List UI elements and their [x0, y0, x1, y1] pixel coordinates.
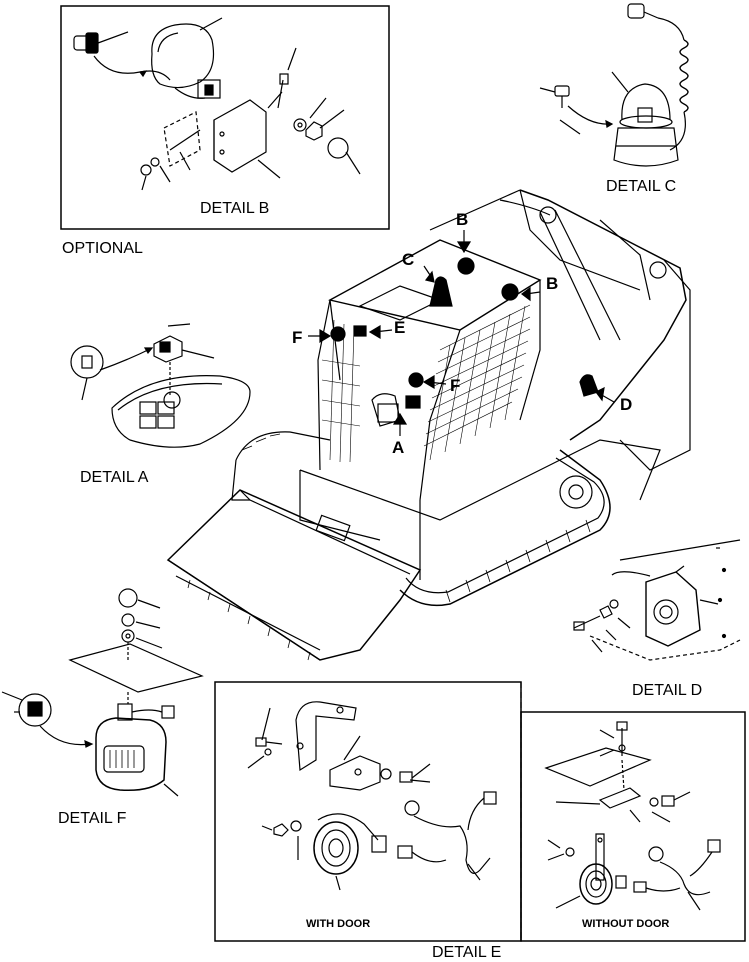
callout-f-left: F: [292, 328, 303, 347]
detail-c-label: DETAIL C: [606, 178, 677, 195]
callout-b-right: B: [546, 274, 559, 293]
with-door-label: WITH DOOR: [306, 918, 371, 930]
detail-e-without-door-frame: [520, 711, 746, 942]
optional-label: OPTIONAL: [62, 240, 143, 257]
detail-d-label: DETAIL D: [632, 682, 703, 699]
location-f-right-marker: [408, 372, 424, 388]
callout-a: A: [392, 438, 405, 457]
detail-e-without-door-horn: [544, 721, 721, 911]
detail-f-label: DETAIL F: [58, 810, 127, 827]
callout-d: D: [620, 395, 633, 414]
location-f-left-marker: [330, 326, 346, 342]
detail-e-label: DETAIL E: [432, 944, 502, 961]
location-c-marker: [429, 276, 453, 307]
skid-steer-loader: [166, 189, 691, 661]
location-d-marker: [579, 374, 599, 397]
detail-b-label: DETAIL B: [200, 200, 270, 217]
detail-b-light-assembly: [73, 17, 361, 191]
callout-e: E: [394, 318, 406, 337]
callout-f-right: F: [450, 376, 461, 395]
without-door-label: WITHOUT DOOR: [582, 918, 670, 930]
detail-c-beacon: [539, 3, 689, 167]
callout-b-top: B: [456, 210, 469, 229]
detail-a-label: DETAIL A: [80, 469, 149, 486]
detail-f-worklight: [1, 588, 204, 797]
location-a-marker: [405, 395, 421, 409]
detail-e-with-door-horn: [247, 701, 497, 891]
detail-e-frame: [214, 681, 522, 942]
callout-c: C: [402, 250, 415, 269]
detail-b-frame: [60, 5, 390, 230]
location-b-top-marker: [457, 257, 475, 275]
detail-d-alarm: [573, 539, 741, 661]
location-e-marker: [353, 325, 367, 337]
location-b-right-marker: [501, 283, 519, 301]
detail-a-switch: [70, 323, 251, 448]
